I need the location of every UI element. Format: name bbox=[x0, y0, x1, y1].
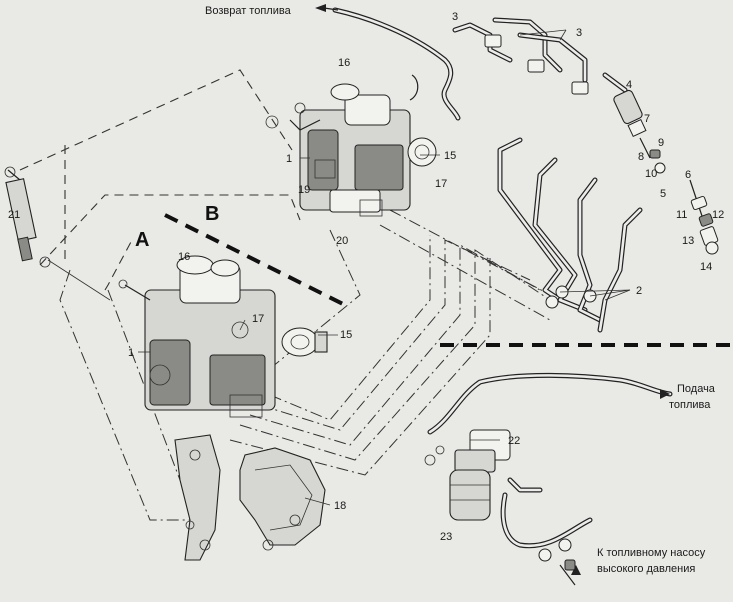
view-label-a: A bbox=[135, 229, 149, 251]
injector-lines-2 bbox=[497, 137, 643, 333]
to-pump-caption-1: К топливному насосу bbox=[597, 547, 706, 559]
leader-lines bbox=[138, 29, 631, 506]
fuel-supply-caption-2: топлива bbox=[669, 399, 711, 411]
callout-11: 11 bbox=[676, 209, 687, 221]
callout-21: 21 bbox=[8, 209, 20, 221]
callout-2: 2 bbox=[636, 285, 642, 297]
view-a-b-divider bbox=[164, 213, 346, 307]
callout-17-main: 17 bbox=[252, 313, 264, 325]
callout-5: 5 bbox=[660, 188, 666, 200]
callout-16-main: 16 bbox=[178, 251, 190, 263]
view-label-b: B bbox=[205, 203, 219, 225]
solenoid-valve bbox=[281, 327, 328, 357]
callout-17-top: 17 bbox=[435, 178, 447, 190]
callout-3-left: 3 bbox=[452, 11, 458, 23]
callout-16-top: 16 bbox=[338, 57, 350, 69]
to-pump-caption-2: высокого давления bbox=[597, 563, 695, 575]
callout-20: 20 bbox=[336, 235, 348, 247]
callout-4: 4 bbox=[626, 79, 632, 91]
callout-6: 6 bbox=[685, 169, 691, 181]
injection-pump-main bbox=[118, 255, 276, 561]
callout-23: 23 bbox=[440, 531, 452, 543]
callout-13: 13 bbox=[682, 235, 694, 247]
callout-15-main: 15 bbox=[340, 329, 352, 341]
callout-1-top: 1 bbox=[286, 153, 292, 165]
pump-bracket-18 bbox=[239, 447, 326, 551]
fuel-return-caption: Возврат топлива bbox=[205, 5, 292, 17]
callout-10: 10 bbox=[645, 168, 657, 180]
callout-14: 14 bbox=[700, 261, 712, 273]
callout-8: 8 bbox=[638, 151, 644, 163]
callout-1-main: 1 bbox=[128, 347, 134, 359]
injector-lines-top bbox=[452, 17, 589, 95]
callout-9: 9 bbox=[658, 137, 664, 149]
callout-3-right: 3 bbox=[576, 27, 582, 39]
callout-7: 7 bbox=[644, 113, 650, 125]
fuel-filter-inset bbox=[424, 372, 673, 586]
injection-pump-top bbox=[265, 74, 437, 217]
fuel-return-line bbox=[315, 4, 461, 121]
return-arrow-icon bbox=[315, 4, 326, 12]
callout-19: 19 bbox=[298, 184, 310, 196]
injector-nozzle-assembly bbox=[602, 72, 719, 255]
callout-12: 12 bbox=[712, 209, 724, 221]
fuel-supply-caption-1: Подача bbox=[677, 383, 716, 395]
callout-18: 18 bbox=[334, 500, 346, 512]
callout-22: 22 bbox=[508, 435, 520, 447]
damper-21 bbox=[4, 166, 51, 268]
callout-15-top: 15 bbox=[444, 150, 456, 162]
